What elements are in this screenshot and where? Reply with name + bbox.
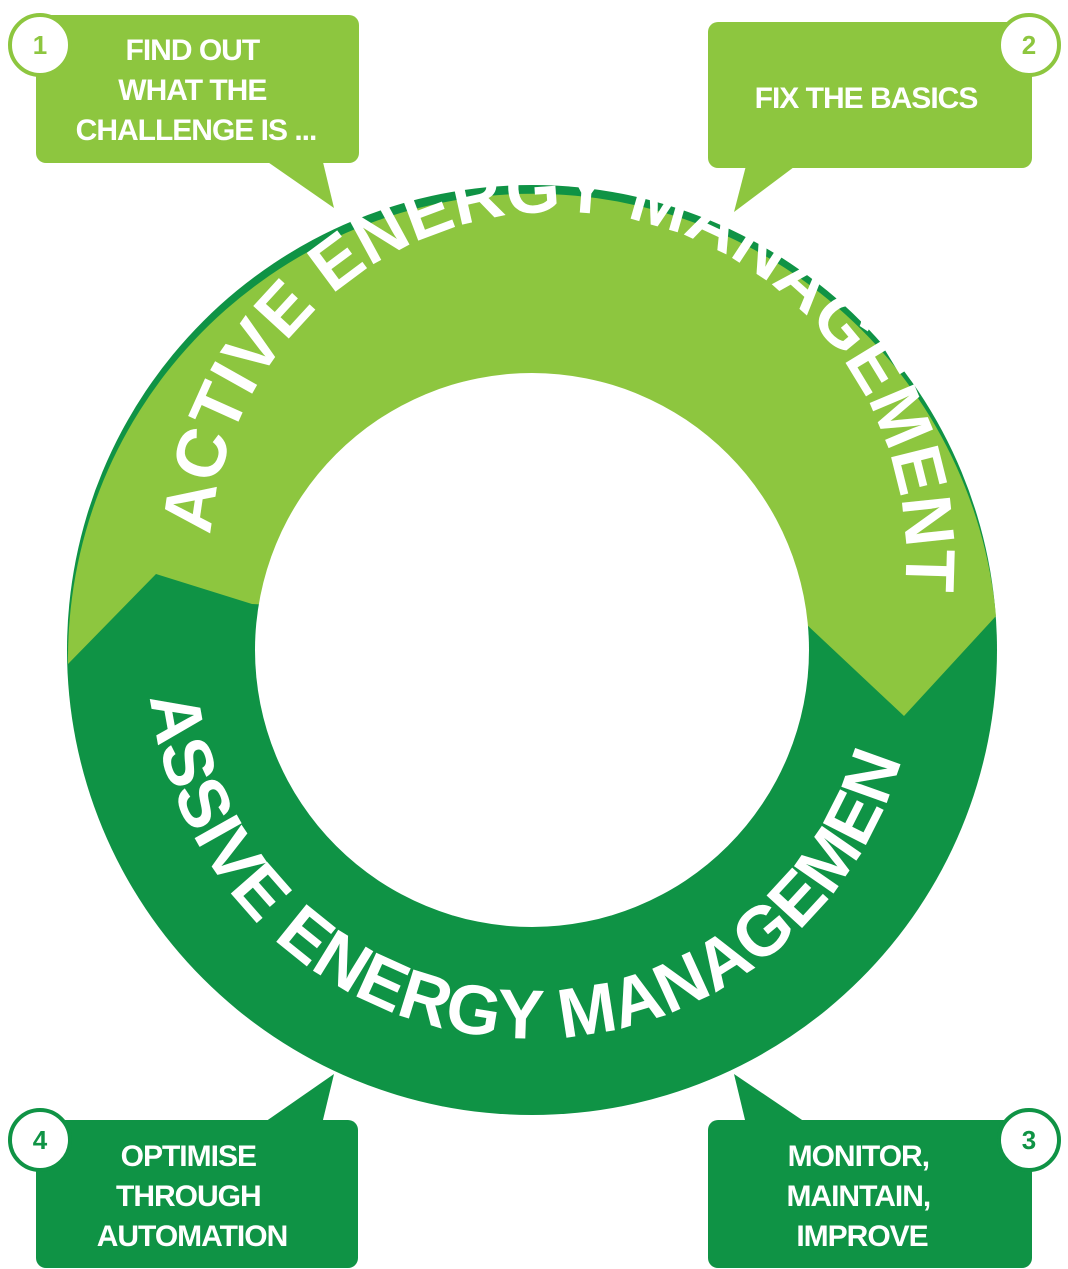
step-4-text: OPTIMISE THROUGH AUTOMATION [97,1140,288,1253]
step-2-callout-tail [734,158,806,212]
cycle-ring [67,185,997,1115]
step-3-number: 3 [1022,1125,1036,1155]
step-4-number: 4 [33,1125,48,1155]
step-2-callout-box [708,22,1032,168]
step-1-callout-box [36,15,359,163]
step-4-callout: OPTIMISE THROUGH AUTOMATION 4 [8,1074,358,1268]
step-3-callout-box [708,1120,1032,1268]
step-2-number: 2 [1022,30,1036,60]
step-1-callout: FIND OUT WHAT THE CHALLENGE IS ... 1 [8,13,359,208]
ring-center [255,373,809,927]
step-3-callout: MONITOR, MAINTAIN, IMPROVE 3 [708,1074,1061,1268]
step-1-text: FIND OUT WHAT THE CHALLENGE IS ... [76,34,317,147]
step-1-number: 1 [33,30,47,60]
step-3-text: MONITOR, MAINTAIN, IMPROVE [786,1140,937,1253]
step-3-callout-tail [734,1074,808,1124]
step-4-callout-tail [262,1074,334,1124]
step-2-text: FIX THE BASICS [755,82,978,115]
step-2-callout: FIX THE BASICS 2 [708,13,1061,212]
step-1-number-badge [8,13,72,77]
step-4-callout-box [36,1120,358,1268]
step-2-number-badge [997,13,1061,77]
step-1-callout-tail [262,158,334,208]
step-4-number-badge [8,1108,72,1172]
step-3-number-badge [997,1108,1061,1172]
